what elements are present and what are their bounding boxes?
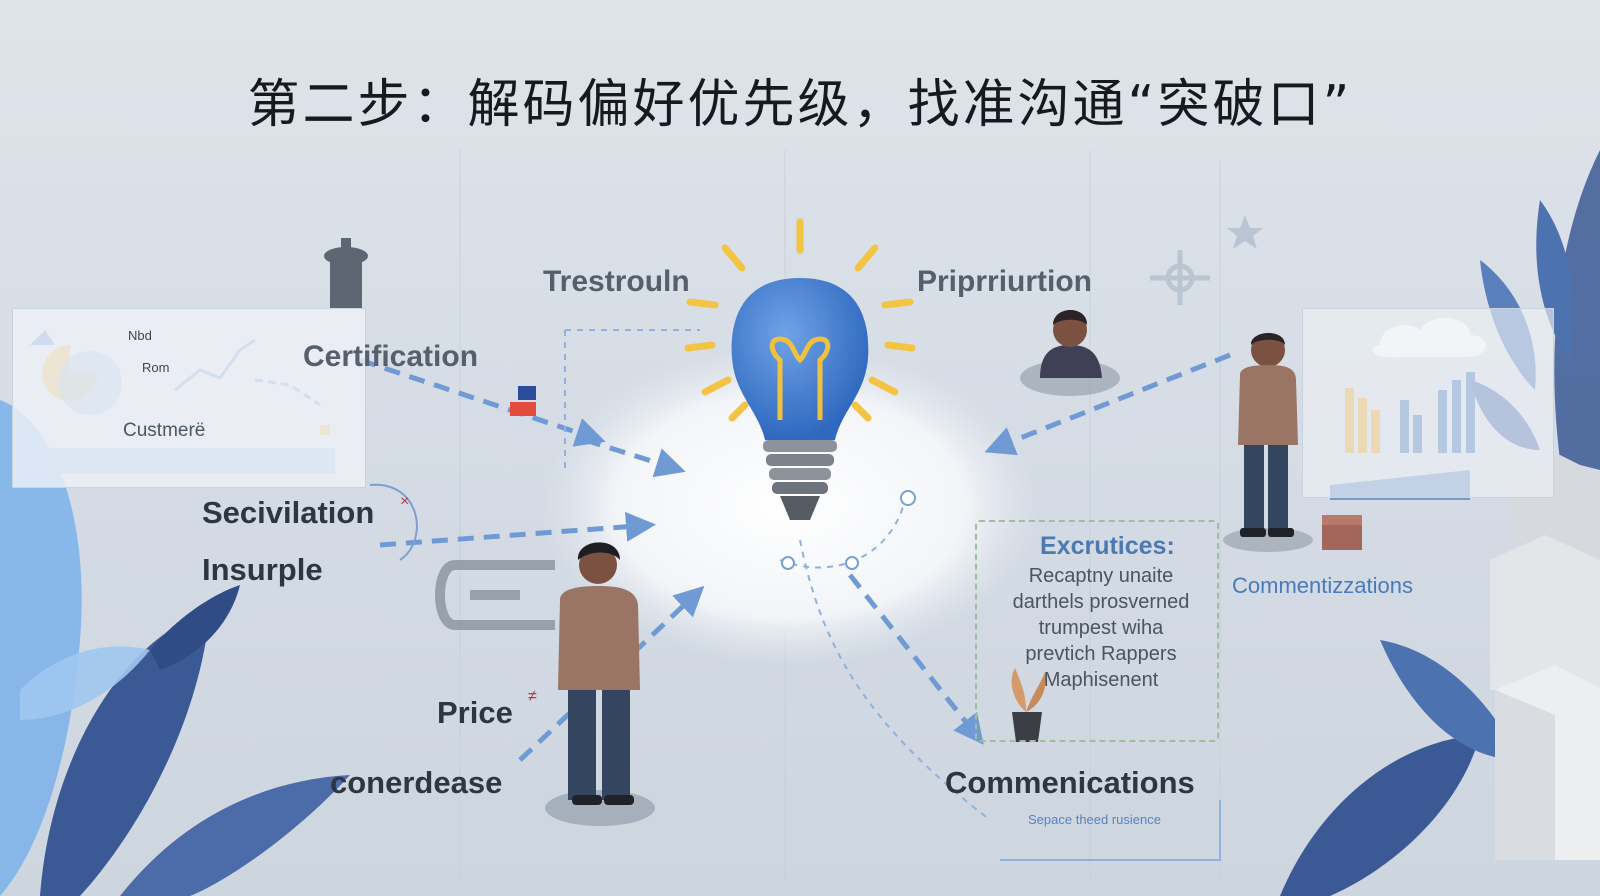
flow-arrows [359,352,1231,762]
label-price: Price [437,695,513,730]
person-standing-center-icon [545,542,655,826]
label-secivilation: Secivilation [202,495,375,530]
lightbulb-icon [684,218,916,520]
label-commenications: Commenications [945,765,1195,800]
left-panel-label-customer: Custmerë [123,420,206,441]
small-gift-icon [510,386,536,416]
person-standing-right-icon [1223,332,1313,552]
excrutices-line-1: Recaptny unaite [1028,565,1174,587]
excrutices-line-4: prevtich Rappers [1025,643,1177,665]
dashed-curve-bottom [799,539,991,821]
left-panel-label-rom: Rom [142,360,170,375]
compass-decoration-icon [1150,250,1210,305]
label-conerdease: conerdease [330,765,503,800]
excrutices-box [975,520,1219,742]
label-trestrouln: Trestrouln [543,265,690,298]
box-icon [1322,515,1362,550]
excrutices-line-5: Maphisenent [1043,669,1159,691]
price-mark: ≠ [528,688,537,705]
label-insurple: Insurple [202,552,323,587]
secivilation-mark: × [400,493,410,510]
arrow-left-mid [379,511,656,548]
label-certification: Certification [303,340,479,373]
left-loop-arrow [369,483,418,561]
page-title: 第二步：解码偏好优先级，找准沟通“突破口” [247,75,1353,135]
right-chart-panel [1302,308,1554,498]
star-icon [1227,215,1263,249]
left-panel-label-nbd: Nbd [128,328,152,343]
building-blocks-decoration [1490,455,1600,860]
excrutices-line-3: trumpest wiha [1038,617,1164,639]
person-thinking-icon [1020,310,1120,396]
label-commenications-sub: Sepace theed rusience [1028,812,1161,827]
arrow-from-certification [359,357,606,447]
excrutices-line-2: darthels prosverned [1012,591,1190,613]
left-info-panel [12,308,366,488]
device-outline-icon [435,560,555,630]
connector-nodes [781,490,916,570]
label-priprriurtion: Priprriurtion [917,265,1093,298]
bottom-connector-line [1000,800,1221,861]
potted-plant-icon [1011,668,1046,742]
excrutices-title: Excrutices: [1040,532,1175,560]
lamp-icon [324,238,368,308]
arrow-from-right-person [984,352,1231,456]
arrow-to-center-left [584,437,686,478]
leaves-left-decoration [0,400,350,896]
arrow-from-price [518,585,705,762]
label-commentizzations: Commentizzations [1232,573,1413,598]
arrow-to-pot [848,573,984,745]
